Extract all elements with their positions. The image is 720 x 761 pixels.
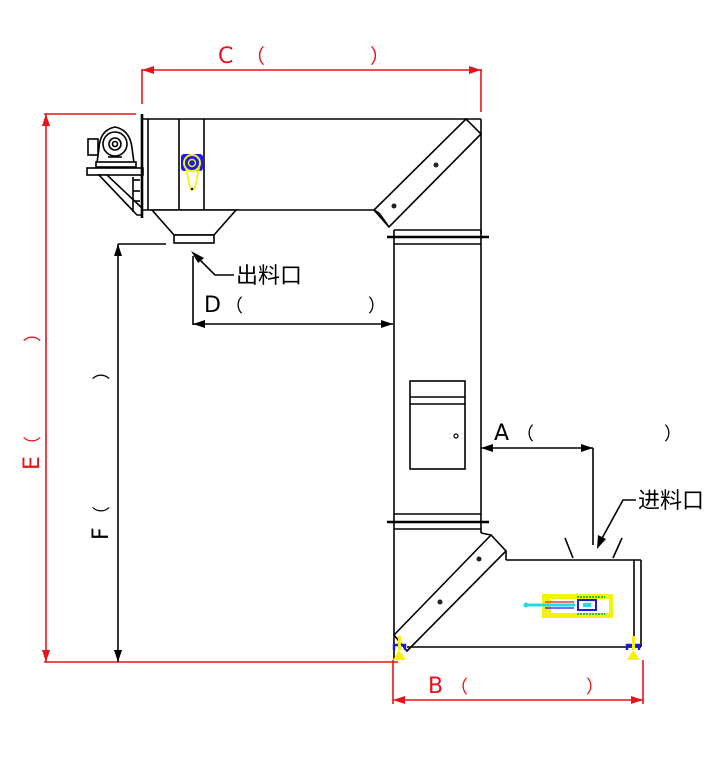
- dim-a-open: （: [516, 424, 534, 445]
- foot-left-icon: [392, 636, 407, 660]
- dim-c-open: （: [245, 44, 265, 68]
- dim-b-close: ）: [586, 677, 604, 698]
- dimension-d: [192, 256, 393, 328]
- outlet-label: 出料口: [236, 264, 302, 289]
- dim-e-close: ）: [23, 324, 44, 342]
- dim-f-close: ）: [92, 362, 113, 380]
- dim-e-open: （: [23, 436, 44, 454]
- inlet-label: 进料口: [638, 489, 704, 514]
- dim-c-close: ）: [370, 44, 390, 68]
- vertical-trunk: [387, 229, 489, 660]
- dim-c-letter: C: [218, 44, 233, 69]
- dim-f-letter: F: [89, 527, 114, 540]
- dimension-e: [42, 113, 398, 663]
- tensioner-icon: [523, 594, 613, 618]
- dimension-c: [141, 66, 482, 112]
- lower-boot: [392, 532, 642, 660]
- dimension-f: [114, 243, 166, 662]
- dim-f-open: （: [92, 506, 113, 524]
- dim-d-open: （: [225, 296, 243, 317]
- outlet-leader: [191, 251, 234, 276]
- dim-b-letter: B: [428, 674, 443, 699]
- inspection-door: [409, 380, 466, 470]
- dimension-a: [481, 444, 594, 545]
- dim-a-close: ）: [664, 424, 682, 445]
- foot-right-icon: [625, 636, 641, 660]
- dim-d-close: ）: [368, 296, 386, 317]
- dim-f-label: F （ ）: [89, 362, 114, 540]
- dim-e-label: E （ ）: [20, 324, 45, 470]
- dim-b-open: （: [450, 677, 468, 698]
- head-sprocket-icon: [181, 154, 203, 191]
- inlet-leader: [597, 499, 636, 549]
- dim-a-letter: A: [494, 421, 509, 446]
- upper-elbow: [372, 117, 483, 229]
- drive-motor: [86, 126, 144, 216]
- head-section: [140, 114, 482, 244]
- dimension-b: [392, 660, 644, 704]
- dim-d-letter: D: [204, 293, 221, 318]
- dim-e-letter: E: [20, 456, 45, 470]
